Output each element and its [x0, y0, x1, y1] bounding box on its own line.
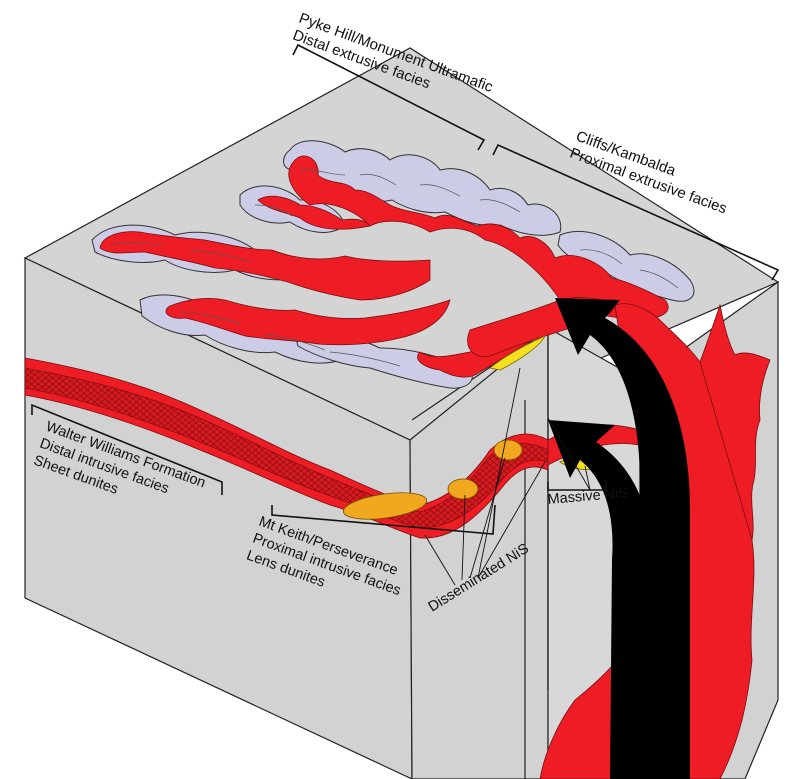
bracket-cliffs — [492, 143, 780, 281]
label-massive: Massive NiS — [547, 485, 629, 508]
massive-sulfide-top — [489, 335, 546, 371]
label-walter-williams: Walter Williams Formation Distal intrusi… — [31, 419, 207, 498]
disseminated-sulfide-lens-2 — [447, 478, 479, 500]
bracket-mt-keith — [271, 504, 496, 535]
conduit-jagged-edge — [699, 303, 771, 541]
magma-lobe-west — [99, 231, 431, 301]
bracket-pyke-hill — [292, 43, 486, 151]
flow-arrow-upper — [555, 298, 690, 779]
flow-arrow-lower — [548, 420, 652, 779]
disseminated-sulfide-lens-3 — [493, 439, 523, 461]
magma-lobe-southwest — [165, 298, 451, 346]
bracket-walter-williams — [31, 403, 223, 495]
extrusive-lava-flows — [91, 140, 695, 389]
magma-lobe-main — [288, 155, 669, 319]
magma-lobe-northwest — [257, 195, 371, 230]
disseminated-sulfide-lens-1 — [342, 492, 428, 520]
bracket-massive — [547, 480, 607, 491]
